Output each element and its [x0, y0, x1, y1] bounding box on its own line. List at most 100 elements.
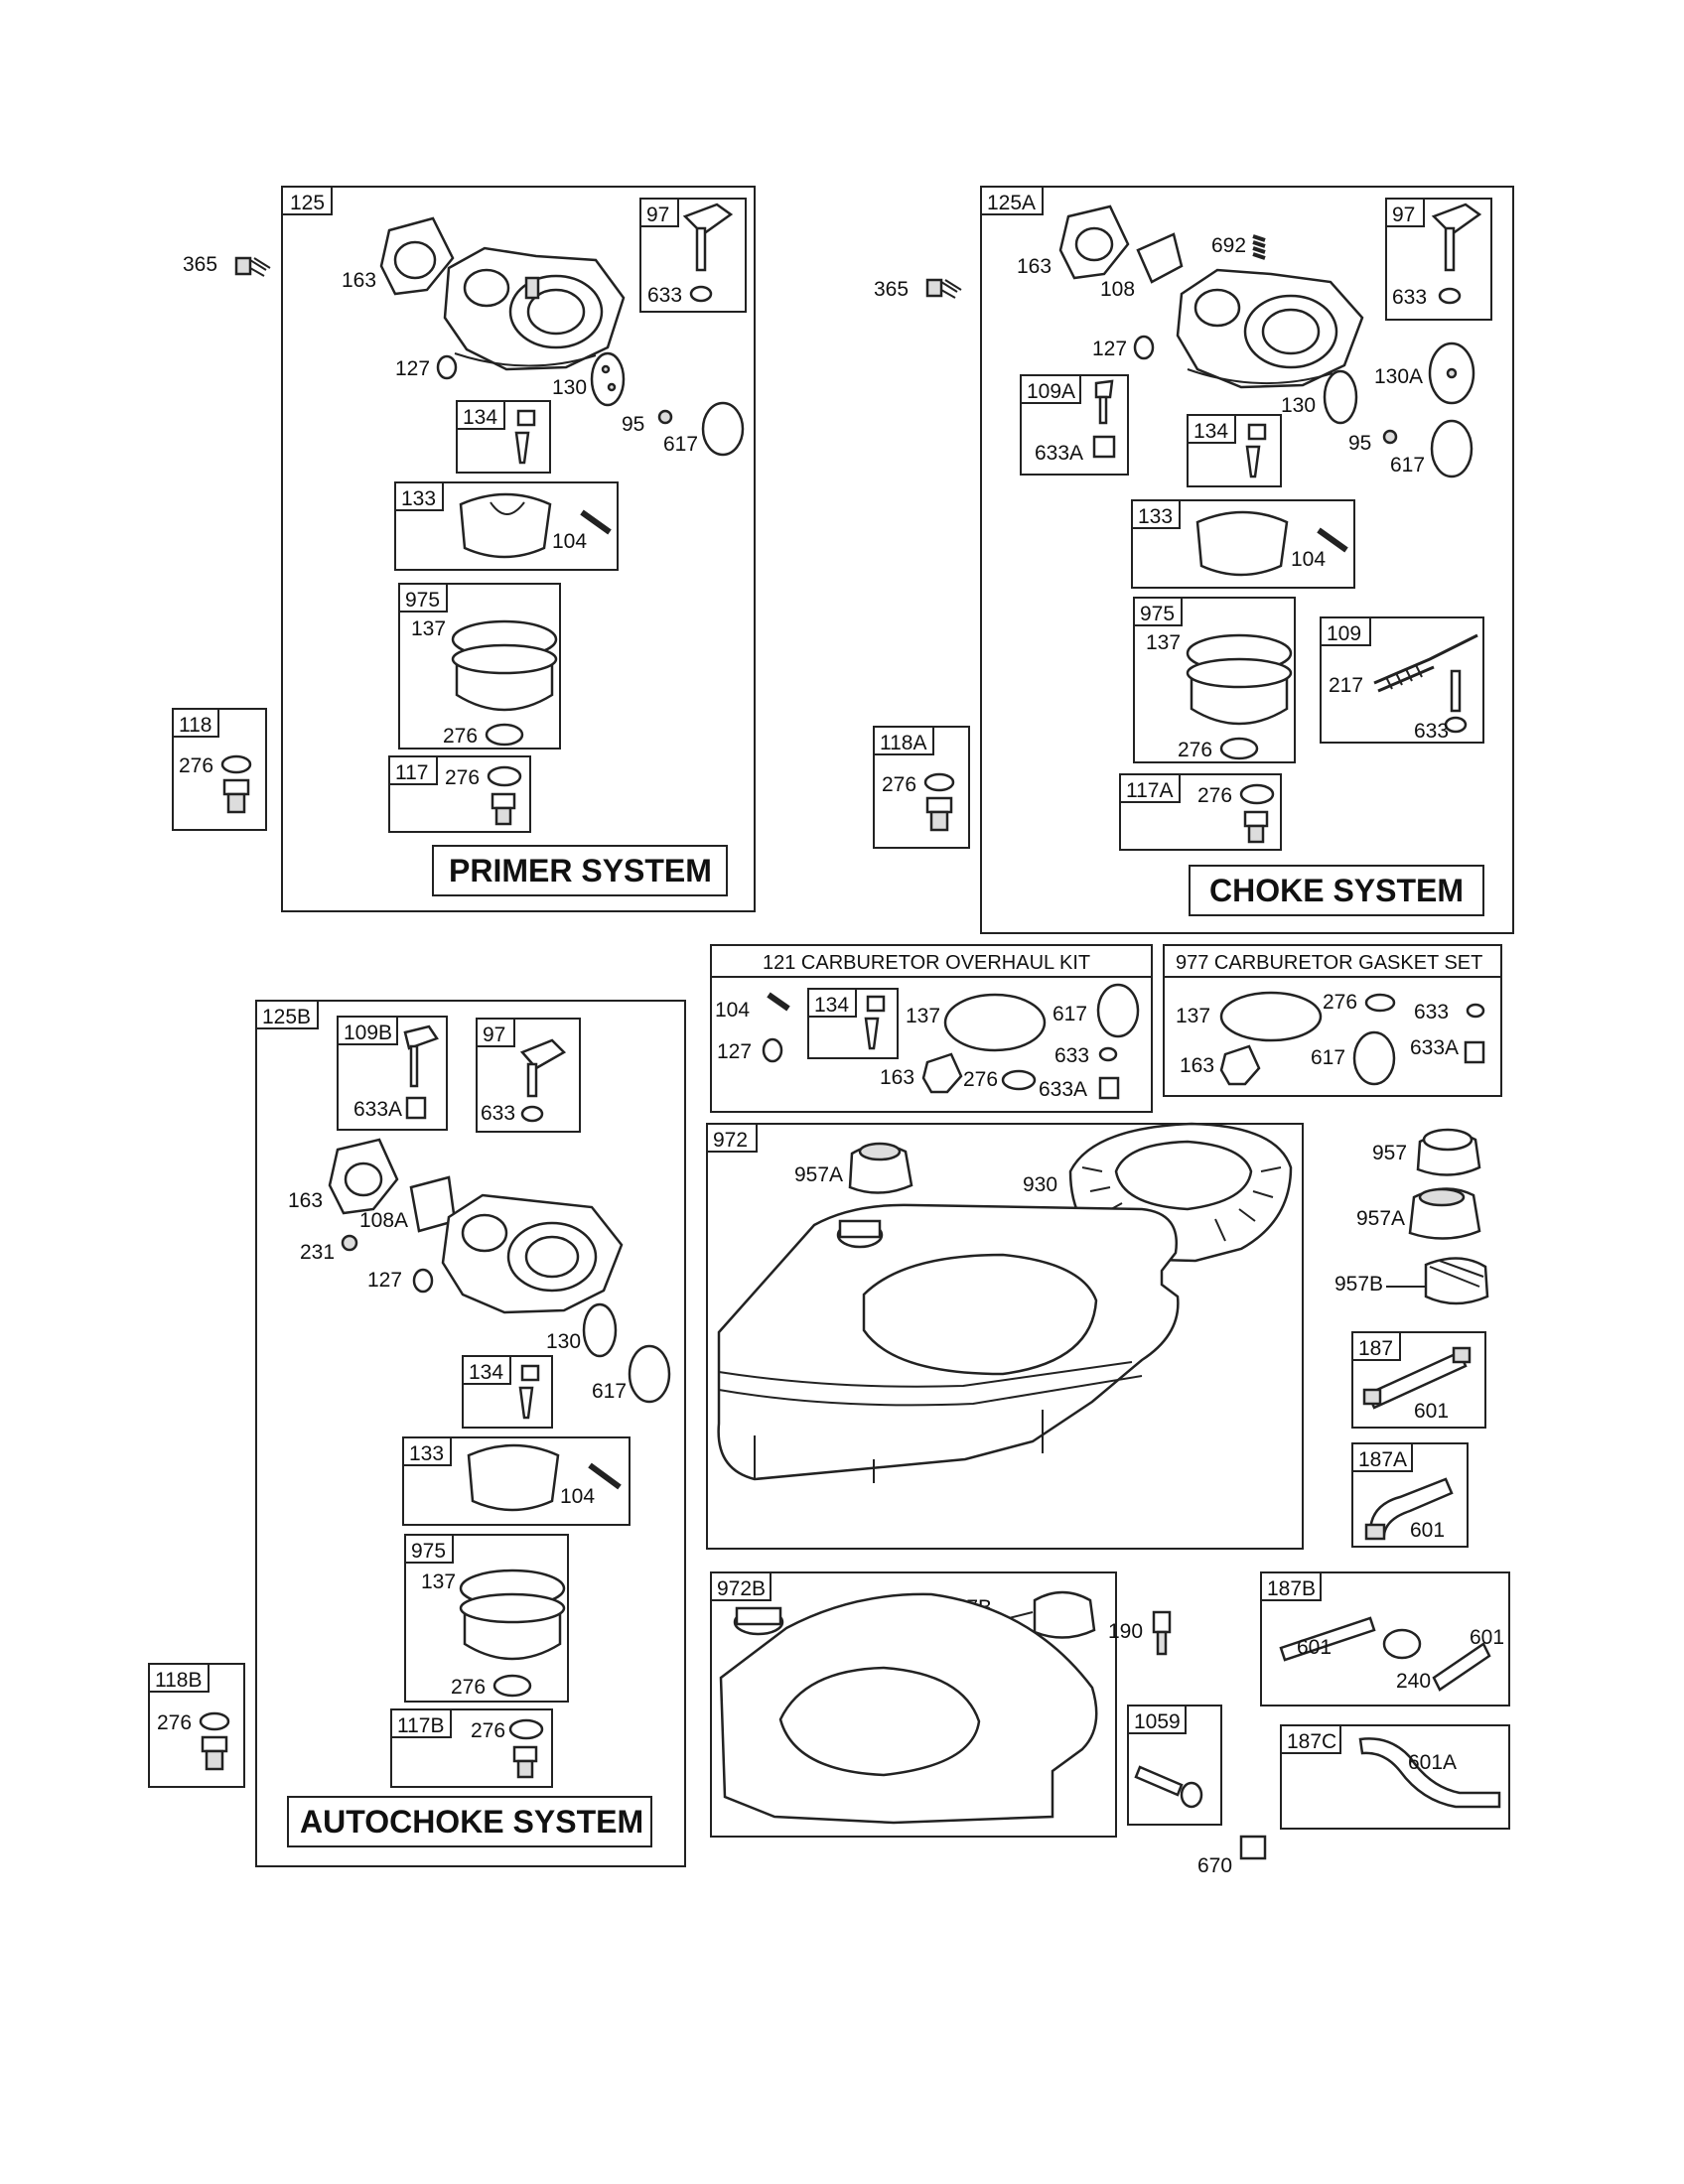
- label-601-187A: 601: [1410, 1519, 1445, 1542]
- label-95: 95: [622, 413, 644, 436]
- label-601-187B-b: 601: [1470, 1626, 1504, 1649]
- label-137-kit: 137: [906, 1005, 940, 1027]
- label-163-auto: 163: [288, 1189, 323, 1212]
- label-137-auto: 137: [421, 1570, 456, 1593]
- overhaul-kit-121: 121 CARBURETOR OVERHAUL KIT 104 127 134 …: [710, 944, 1153, 1113]
- title-primer-system: PRIMER SYSTEM: [449, 853, 712, 888]
- primer-bulb-97-auto: [519, 1038, 567, 1123]
- label-633: 633: [647, 284, 682, 307]
- label-276-118B: 276: [157, 1711, 192, 1734]
- fuel-tank-972: 972 957A 930: [706, 1122, 1304, 1550]
- label-930: 930: [1023, 1173, 1057, 1196]
- label-163: 163: [342, 269, 376, 292]
- needle-valve-134-choke: [1245, 423, 1267, 478]
- kit-label-972: 972: [713, 1129, 748, 1152]
- label-276-auto: 276: [451, 1676, 486, 1699]
- label-130-auto: 130: [546, 1330, 581, 1353]
- label-130-choke: 130: [1281, 394, 1316, 417]
- o-ring-617: [701, 401, 745, 457]
- kit-label-97-choke: 97: [1392, 204, 1415, 226]
- label-276-118A: 276: [882, 773, 916, 796]
- fuel-tank-972B: 972B 957B: [710, 1571, 1117, 1838]
- bowl-nut-kit-118A: 118A 276: [873, 726, 970, 849]
- label-276-choke: 276: [1178, 739, 1212, 761]
- label-137: 137: [411, 617, 446, 640]
- kit-label-118: 118: [179, 714, 211, 737]
- label-276-117A: 276: [1197, 784, 1232, 807]
- label-633A-kit: 633A: [1039, 1078, 1087, 1101]
- label-365: 365: [183, 253, 217, 276]
- label-276-117B: 276: [471, 1719, 505, 1742]
- label-163-set: 163: [1180, 1054, 1214, 1077]
- kit-label-134: 134: [463, 406, 497, 429]
- primer-system-group: 125 365 163 127 130 95 617: [183, 186, 756, 912]
- float-bowl-975-choke: [1186, 633, 1293, 726]
- kit-label-118B: 118B: [155, 1669, 203, 1692]
- primer-bulb-97: [682, 203, 734, 303]
- o-ring-617-auto: [628, 1344, 671, 1404]
- needle-valve-134: [514, 409, 536, 465]
- kit-label-1059: 1059: [1134, 1710, 1181, 1733]
- group-label-125A: 125A: [987, 192, 1036, 214]
- float-bowl-975: [451, 619, 558, 712]
- label-104-choke: 104: [1291, 548, 1326, 571]
- label-617-auto: 617: [592, 1380, 627, 1403]
- kit-label-117: 117: [395, 761, 428, 784]
- float-133-choke: [1195, 510, 1289, 577]
- gasket-set-977: 977 CARBURETOR GASKET SET 137 276 633 16…: [1163, 944, 1502, 1097]
- plate-130-auto: [582, 1302, 618, 1358]
- part-127: [436, 354, 458, 380]
- carburetor-body: [443, 246, 626, 371]
- kit-label-117A: 117A: [1126, 779, 1174, 802]
- label-217: 217: [1329, 674, 1363, 697]
- bowl-nut-kit-118B: 118B 276: [148, 1663, 245, 1788]
- primer-bulb-97-choke: [1431, 203, 1482, 305]
- label-617-set: 617: [1311, 1046, 1345, 1069]
- fuel-cap-957: [1416, 1128, 1481, 1176]
- choke-linkage-109: [1373, 633, 1478, 734]
- label-957: 957: [1372, 1142, 1407, 1164]
- kit-label-134-kit: 134: [814, 994, 849, 1017]
- carburetor-body-choke: [1176, 268, 1364, 389]
- kit-label-972B: 972B: [717, 1577, 766, 1600]
- label-633A-set: 633A: [1410, 1036, 1459, 1059]
- fuel-cap-957B: [1386, 1257, 1489, 1305]
- title-autochoke-system: AUTOCHOKE SYSTEM: [300, 1804, 643, 1840]
- label-137-choke: 137: [1146, 631, 1181, 654]
- label-276-118: 276: [179, 754, 213, 777]
- kit-label-134-auto: 134: [469, 1361, 503, 1384]
- label-130A: 130A: [1374, 365, 1423, 388]
- kit-label-118A: 118A: [880, 732, 927, 754]
- label-127: 127: [395, 357, 430, 380]
- kit-label-97-auto: 97: [483, 1024, 505, 1046]
- kit-label-187B: 187B: [1267, 1577, 1316, 1600]
- kit-label-975-choke: 975: [1140, 603, 1175, 625]
- screw-95: [657, 409, 673, 425]
- fuel-cap-957B-tank: [992, 1590, 1096, 1639]
- kit-label-97: 97: [646, 204, 669, 226]
- label-617: 617: [663, 433, 698, 456]
- spring-692: [1252, 234, 1266, 260]
- label-957B: 957B: [1334, 1273, 1383, 1296]
- label-127-kit: 127: [717, 1040, 752, 1063]
- label-104: 104: [552, 530, 587, 553]
- shutoff-valve-1059: 1059 670: [1127, 1705, 1267, 1877]
- autochoke-system-group: 125B 109B 633A 97 633 163 108A 231: [255, 1000, 686, 1867]
- label-276-kit: 276: [963, 1068, 998, 1091]
- screw-365-choke: [925, 278, 962, 299]
- plate-130-choke: [1323, 369, 1358, 425]
- label-633-set: 633: [1414, 1001, 1449, 1024]
- label-633-choke: 633: [1392, 286, 1427, 309]
- label-137-set: 137: [1176, 1005, 1210, 1027]
- label-276: 276: [443, 725, 478, 748]
- label-240: 240: [1396, 1670, 1431, 1693]
- kit-label-134-choke: 134: [1193, 420, 1228, 443]
- spacer-108: [1136, 232, 1184, 284]
- choke-shaft-109A: [1092, 379, 1116, 459]
- carburetor-body-auto: [441, 1193, 624, 1314]
- label-127-choke: 127: [1092, 338, 1127, 360]
- label-104-kit: 104: [715, 999, 750, 1022]
- fuel-caps: 957 957A 957B: [1334, 1128, 1489, 1305]
- label-617-choke: 617: [1390, 454, 1425, 477]
- fuel-cap-957A: [1408, 1187, 1481, 1240]
